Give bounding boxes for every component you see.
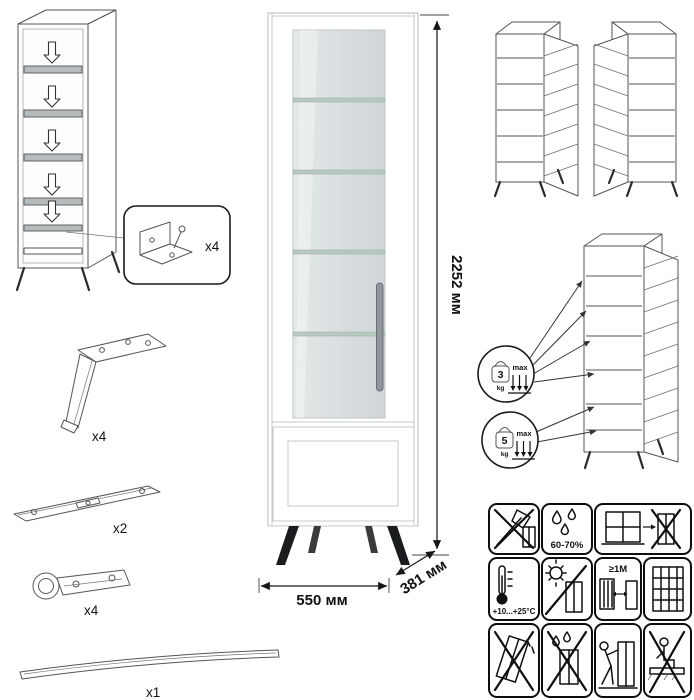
no-sharp-tools-icon bbox=[488, 503, 540, 555]
handle-part-drawing: x1 bbox=[19, 649, 280, 700]
no-sitting-icon bbox=[643, 623, 692, 698]
door-open-right-variant bbox=[493, 21, 579, 198]
bottom-shelf-load-callout: 5 kg max bbox=[481, 411, 539, 469]
insert-arrow-icon bbox=[43, 173, 61, 196]
insert-arrow-icon bbox=[43, 85, 61, 108]
humidity-icon: 60-70% bbox=[541, 503, 593, 555]
cabinet-front-leg bbox=[276, 526, 299, 565]
open-door-panel bbox=[643, 245, 679, 463]
load-limit-diagram: 3 kg max 5 kg max bbox=[477, 233, 679, 470]
glass-shelf-load-callout: 3 kg max bbox=[477, 345, 535, 403]
width-dimension: 550 мм bbox=[258, 578, 390, 609]
open-door-panel bbox=[593, 33, 629, 197]
door-open-left-variant bbox=[593, 21, 679, 198]
insert-arrow-icon bbox=[43, 200, 61, 223]
move-carefully-icon bbox=[594, 623, 642, 698]
handle-qty: x1 bbox=[146, 685, 160, 700]
humidity-label: 60-70% bbox=[551, 540, 584, 551]
temperature-icon: +10...+25°C bbox=[488, 557, 540, 621]
no-window-placement-icon bbox=[594, 503, 692, 555]
bottom-board bbox=[23, 247, 83, 255]
glass-door bbox=[271, 15, 415, 423]
cabinet-front-leg bbox=[387, 526, 410, 565]
glass-shelf bbox=[292, 249, 386, 255]
leg-part-drawing: x4 bbox=[60, 333, 167, 444]
heat-distance-label: ≥1M bbox=[609, 564, 627, 575]
cabinet-back-leg bbox=[308, 526, 321, 553]
glass-shelf-load-unit: kg bbox=[497, 385, 505, 392]
bottom-shelf-load-max: max bbox=[516, 429, 532, 438]
glass-shelf bbox=[292, 169, 386, 175]
temperature-label: +10...+25°C bbox=[493, 607, 536, 616]
bottom-shelf-load-unit: kg bbox=[501, 451, 509, 458]
shelf-bracket-callout: x4 bbox=[65, 205, 231, 285]
no-wet-cleaning-icon bbox=[541, 623, 593, 698]
down-arrows-icon bbox=[508, 375, 531, 394]
no-direct-sunlight-icon bbox=[541, 557, 593, 621]
bottom-shelf-load-value: 5 bbox=[502, 435, 508, 447]
leg-qty: x4 bbox=[92, 429, 107, 444]
down-arrows-icon bbox=[512, 441, 535, 460]
glass-shelf bbox=[292, 331, 386, 337]
shelf-bracket-qty: x4 bbox=[205, 239, 220, 254]
shelf bbox=[23, 65, 83, 74]
glass-shelf-load-max: max bbox=[512, 363, 528, 372]
bottom-door bbox=[272, 426, 415, 522]
shelf bbox=[23, 153, 83, 162]
main-cabinet-illustration bbox=[267, 12, 419, 565]
open-door-panel bbox=[543, 33, 579, 197]
height-dimension-label: 2252 мм bbox=[448, 255, 465, 315]
rail-qty: x2 bbox=[113, 521, 127, 536]
insert-arrow-icon bbox=[43, 41, 61, 64]
exploded-cabinet-diagram bbox=[15, 9, 121, 292]
rail bbox=[23, 224, 83, 232]
width-dimension-label: 550 мм bbox=[296, 592, 347, 609]
hinge-part-drawing: x4 bbox=[32, 569, 131, 618]
glass-shelf bbox=[292, 97, 386, 103]
weight-icon bbox=[495, 431, 514, 449]
insert-arrow-icon bbox=[43, 129, 61, 152]
door-handle bbox=[376, 282, 384, 392]
rail-part-drawing: x2 bbox=[13, 485, 161, 536]
weight-icon bbox=[491, 365, 510, 383]
hinge-qty: x4 bbox=[84, 603, 99, 618]
glass-shelf-load-value: 3 bbox=[498, 369, 504, 381]
cabinet-back-leg bbox=[365, 526, 378, 553]
ventilation-grid-icon bbox=[643, 557, 692, 621]
no-tilt-icon bbox=[488, 623, 540, 698]
height-dimension: 2252 мм bbox=[412, 14, 465, 556]
heat-distance-icon: ≥1M bbox=[594, 557, 642, 621]
shelf bbox=[23, 109, 83, 118]
glass-panel bbox=[292, 29, 386, 419]
care-icons-grid: 60-70% +10...+25°C bbox=[488, 503, 692, 698]
